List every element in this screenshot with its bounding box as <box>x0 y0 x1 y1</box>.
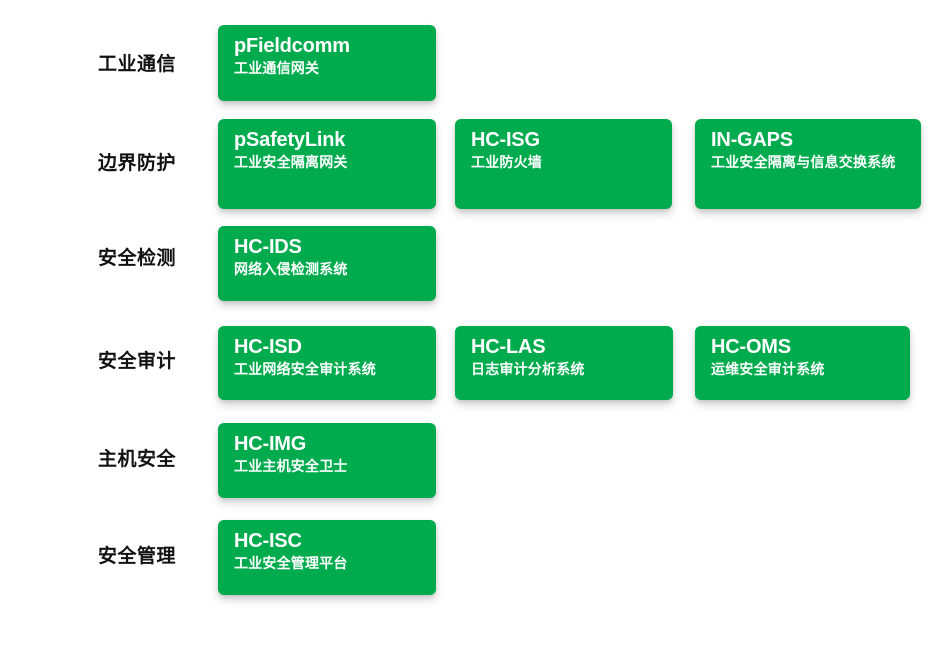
product-card-subtitle: 工业安全隔离与信息交换系统 <box>711 154 896 170</box>
product-card-hc-isg[interactable]: HC-ISG 工业防火墙 <box>455 119 672 209</box>
product-card-hc-isc[interactable]: HC-ISC 工业安全管理平台 <box>218 520 436 595</box>
product-card-title: HC-ISC <box>234 530 302 552</box>
product-card-hc-ids[interactable]: HC-IDS 网络入侵检测系统 <box>218 226 436 301</box>
row-label-boundary-protection: 边界防护 <box>97 153 176 174</box>
product-card-subtitle: 运维安全审计系统 <box>711 361 825 377</box>
product-card-subtitle: 工业网络安全审计系统 <box>234 361 376 377</box>
product-card-title: HC-LAS <box>471 336 546 358</box>
product-card-pfieldcomm[interactable]: pFieldcomm 工业通信网关 <box>218 25 436 101</box>
row-label-host-security: 主机安全 <box>97 449 176 470</box>
product-card-subtitle: 日志审计分析系统 <box>471 361 585 377</box>
product-card-title: HC-ISG <box>471 129 540 151</box>
product-card-subtitle: 工业安全隔离网关 <box>234 154 348 170</box>
product-card-title: pFieldcomm <box>234 35 350 57</box>
product-card-title: HC-OMS <box>711 336 791 358</box>
row-label-security-management: 安全管理 <box>97 546 176 567</box>
product-card-title: pSafetyLink <box>234 129 346 151</box>
product-card-subtitle: 工业防火墙 <box>471 154 542 170</box>
product-card-title: IN-GAPS <box>711 129 793 151</box>
product-card-subtitle: 工业安全管理平台 <box>234 555 348 571</box>
product-card-hc-oms[interactable]: HC-OMS 运维安全审计系统 <box>695 326 910 400</box>
product-card-title: HC-IDS <box>234 236 302 258</box>
product-card-title: HC-IMG <box>234 433 307 455</box>
row-label-security-detection: 安全检测 <box>97 248 176 269</box>
product-card-subtitle: 工业通信网关 <box>234 60 320 76</box>
product-card-title: HC-ISD <box>234 336 302 358</box>
product-card-hc-las[interactable]: HC-LAS 日志审计分析系统 <box>455 326 673 400</box>
product-card-psafetylink[interactable]: pSafetyLink 工业安全隔离网关 <box>218 119 436 209</box>
product-card-hc-isd[interactable]: HC-ISD 工业网络安全审计系统 <box>218 326 436 400</box>
product-card-subtitle: 网络入侵检测系统 <box>234 261 348 277</box>
row-label-security-audit: 安全审计 <box>97 351 176 372</box>
product-card-in-gaps[interactable]: IN-GAPS 工业安全隔离与信息交换系统 <box>695 119 921 209</box>
product-card-subtitle: 工业主机安全卫士 <box>234 458 348 474</box>
row-label-industrial-communication: 工业通信 <box>97 54 176 75</box>
product-card-hc-img[interactable]: HC-IMG 工业主机安全卫士 <box>218 423 436 498</box>
